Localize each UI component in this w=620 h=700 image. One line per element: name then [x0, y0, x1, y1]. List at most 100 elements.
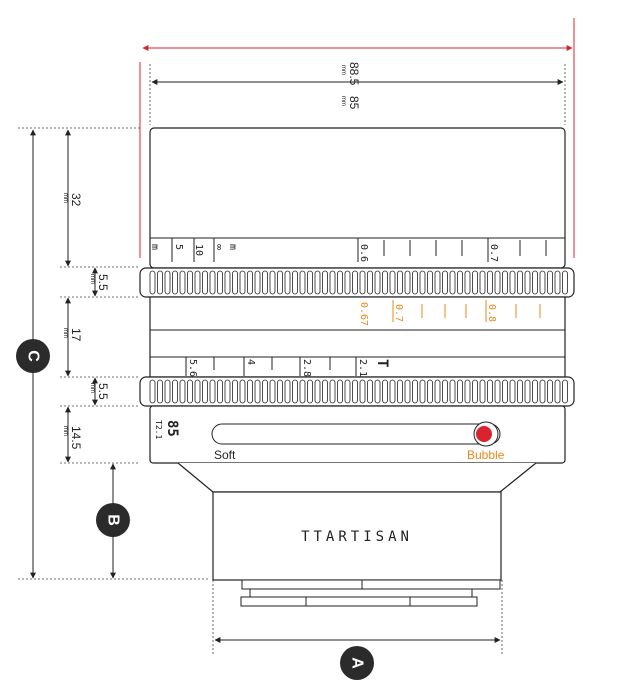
- knurl-ridge: [344, 270, 351, 295]
- knurl-ridge: [322, 270, 328, 295]
- knurl-ridge: [412, 379, 418, 404]
- knurl-ridge: [419, 270, 426, 295]
- knurl-ridge: [509, 379, 516, 404]
- knurl-ridge: [307, 270, 313, 295]
- svg-text:B: B: [105, 514, 122, 526]
- knurl-ridge: [314, 379, 321, 404]
- knurl-ridge: [517, 270, 523, 295]
- knurl-ridge: [269, 379, 276, 404]
- svg-text:0.6: 0.6: [358, 244, 369, 262]
- knurl-ridge: [269, 270, 276, 295]
- knurl-ridge: [247, 379, 253, 404]
- knurl-ridge: [419, 379, 426, 404]
- knurl-ridge: [434, 379, 441, 404]
- knurl-ridge: [247, 270, 253, 295]
- knurl-ridge: [209, 379, 216, 404]
- knurl-ridge: [374, 270, 381, 295]
- knurl-ridge: [389, 270, 396, 295]
- knurl-ridge: [427, 270, 433, 295]
- svg-text:17: 17: [69, 328, 83, 342]
- knurl-ridge: [397, 379, 403, 404]
- knurl-ridge: [217, 270, 223, 295]
- knurl-ridge: [389, 379, 396, 404]
- knurl-ridge: [359, 379, 366, 404]
- knurl-ridge: [547, 379, 553, 404]
- knurl-ridge: [149, 270, 156, 295]
- focus-ring-label: 5.5 mm: [89, 274, 110, 291]
- knurl-ridge: [329, 270, 336, 295]
- knurl-ridge: [292, 270, 298, 295]
- knurl-ridge: [442, 379, 448, 404]
- knurl-ridge: [487, 270, 493, 295]
- top-dimension-lines: [149, 64, 566, 125]
- soft-bubble-switch-track[interactable]: [211, 423, 501, 445]
- knurl-ridge: [509, 270, 516, 295]
- bubble-label: Bubble: [467, 448, 505, 462]
- lens-label: 85 T2.1: [154, 420, 180, 439]
- knurl-ridge: [187, 379, 193, 404]
- lens-body: m 5 10 ∞ m 0.6 0.7 0.67 0.7 0.8: [139, 127, 575, 607]
- svg-text:m: m: [149, 244, 160, 250]
- svg-text:m: m: [227, 244, 238, 250]
- knurl-ridge: [352, 379, 358, 404]
- knurl-ridge: [382, 270, 388, 295]
- knurl-ridge: [352, 270, 358, 295]
- knurl-ridge: [307, 379, 313, 404]
- knurl-ridge: [562, 270, 568, 295]
- knurl-ridge: [172, 270, 178, 295]
- svg-text:mm: mm: [62, 426, 68, 436]
- knurl-ridge: [434, 270, 441, 295]
- knurl-ridge: [157, 270, 163, 295]
- knurl-ridge: [457, 379, 463, 404]
- knurl-ridge: [487, 379, 493, 404]
- svg-text:mm: mm: [62, 193, 68, 203]
- knurl-ridge: [412, 270, 418, 295]
- knurl-ridge: [232, 270, 238, 295]
- svg-text:88.5: 88.5: [347, 62, 361, 86]
- knurl-ridge: [472, 379, 478, 404]
- svg-text:14.5: 14.5: [69, 426, 83, 450]
- svg-text:5.6: 5.6: [187, 359, 198, 377]
- knurl-ridge: [224, 270, 231, 295]
- knurl-ridge: [314, 270, 321, 295]
- knurl-ridge: [277, 379, 283, 404]
- knurl-ridge: [404, 379, 411, 404]
- knurl-ridge: [479, 379, 486, 404]
- svg-text:∞: ∞: [213, 244, 224, 250]
- svg-text:4: 4: [245, 359, 256, 365]
- knurl-ridge: [292, 379, 298, 404]
- body-width-label: 85 mm: [340, 96, 361, 110]
- orange-scale: 0.67 0.7 0.8: [358, 300, 541, 326]
- svg-text:mm: mm: [89, 383, 95, 393]
- knurl-ridge: [194, 270, 201, 295]
- knurl-ridge: [202, 270, 208, 295]
- knurl-ridge: [337, 270, 343, 295]
- knurl-ridge: [254, 379, 261, 404]
- knurl-ridge: [457, 270, 463, 295]
- knurl-ridge: [367, 270, 373, 295]
- svg-text:5.5: 5.5: [96, 274, 110, 291]
- knurl-ridge: [359, 270, 366, 295]
- knurl-ridge: [224, 379, 231, 404]
- switch-knob[interactable]: [476, 426, 492, 442]
- callout-b: B: [96, 503, 130, 537]
- knurl-ridge: [532, 379, 538, 404]
- knurl-ridge: [367, 379, 373, 404]
- knurl-ridge: [187, 270, 193, 295]
- knurl-ridge: [524, 270, 531, 295]
- knurl-ridge: [464, 270, 471, 295]
- knurl-ridge: [164, 379, 171, 404]
- knurl-ridge: [479, 270, 486, 295]
- knurl-ridge: [547, 270, 553, 295]
- knurl-ridge: [149, 379, 156, 404]
- knurl-ridge: [382, 379, 388, 404]
- knurl-ridge: [194, 379, 201, 404]
- svg-text:A: A: [349, 657, 366, 669]
- knurl-ridge: [329, 379, 336, 404]
- knurl-ridge: [202, 379, 208, 404]
- front-section-label: 32 mm: [62, 193, 83, 207]
- distance-scale: m 5 10 ∞ m 0.6 0.7: [149, 238, 547, 262]
- svg-text:0.8: 0.8: [486, 304, 497, 322]
- svg-text:85: 85: [164, 420, 180, 437]
